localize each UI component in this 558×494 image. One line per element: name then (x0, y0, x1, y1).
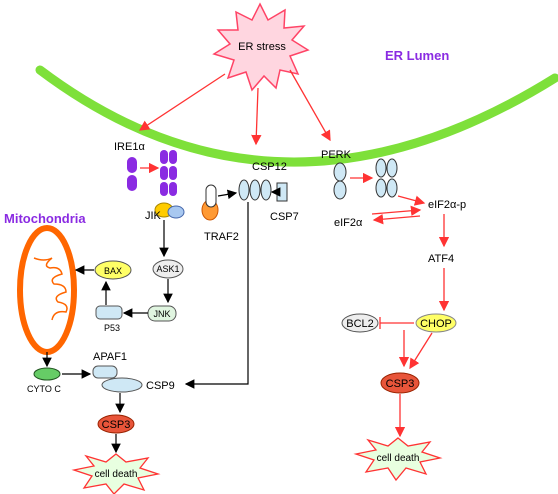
cell-death-right-label: cell death (377, 453, 420, 464)
bcl2-node (341, 313, 379, 333)
arrow-csp12-csp9 (184, 202, 249, 389)
er-stress-star: ER stress (212, 2, 310, 92)
ask1-node (152, 259, 184, 279)
csp12-protein (238, 179, 272, 201)
p53-node (95, 305, 123, 320)
arrow-eif2a-eif2ap (371, 205, 422, 216)
jnk-label: JNK (153, 309, 170, 319)
arrow-perk-eif2ap (397, 195, 426, 206)
csp9-node (101, 377, 143, 393)
cyto-c-label: CYTO C (27, 384, 61, 394)
bax-label: BAX (104, 266, 122, 276)
er-lumen-label: ER Lumen (385, 48, 449, 63)
arrow-stress-csp12 (251, 87, 262, 146)
mitochondrion (17, 225, 77, 355)
bax-node (94, 260, 132, 280)
csp7-protein (276, 182, 288, 202)
csp12-label: CSP12 (252, 161, 287, 173)
p53-label: P53 (104, 323, 120, 333)
cell-death-left-star: cell death (71, 453, 161, 494)
csp9-label: CSP9 (146, 380, 175, 392)
ire1a-label: IRE1α (114, 141, 145, 153)
perk-label: PERK (321, 149, 352, 161)
eif2a-p-label: eIF2α-p (428, 199, 466, 211)
arrow-chop-csp3 (409, 332, 433, 370)
traf2-label: TRAF2 (204, 231, 239, 243)
mitochondria-label: Mitochondria (4, 211, 86, 226)
csp3-right-label: CSP3 (386, 378, 415, 390)
jik-label: JIK (145, 210, 162, 222)
jik-traf2-complex (154, 184, 219, 221)
eif2a-label: eIF2α (334, 217, 363, 229)
atf4-label: ATF4 (428, 253, 454, 265)
arrow-traf2-csp12 (217, 189, 238, 200)
perk-receptor (333, 158, 398, 200)
apaf1-node (92, 365, 118, 379)
csp3-left-node (97, 414, 135, 434)
ire1a-receptor (127, 150, 177, 196)
csp3-left-label: CSP3 (102, 419, 131, 431)
arrow-stress-perk (289, 69, 331, 142)
arrow-eif2ap-eif2a (372, 214, 421, 225)
er-stress-label: ER stress (238, 41, 286, 53)
cell-death-right-star: cell death (353, 437, 443, 482)
ask1-label: ASK1 (156, 264, 179, 274)
er-membrane (35, 65, 558, 167)
csp3-right-node (380, 372, 420, 394)
arrow-stress-ire1 (138, 73, 226, 131)
cell-death-left-label: cell death (95, 469, 138, 480)
csp7-label: CSP7 (270, 211, 299, 223)
apaf1-label: APAF1 (93, 351, 127, 363)
bcl2-label: BCL2 (346, 318, 374, 330)
chop-label: CHOP (420, 318, 452, 330)
chop-node (415, 313, 457, 333)
cyto-c-node (33, 367, 61, 381)
